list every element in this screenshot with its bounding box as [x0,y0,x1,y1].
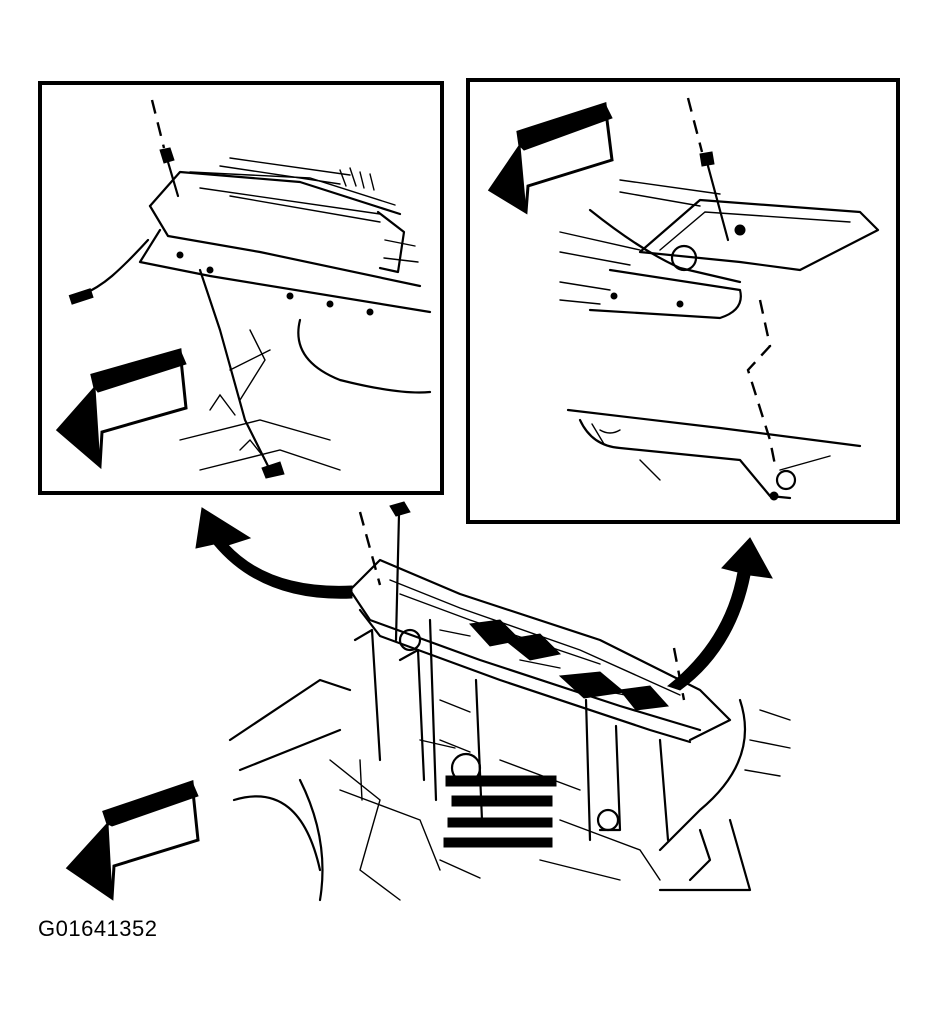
front-direction-arrow-icon [55,348,188,470]
right-detail-inset [466,78,900,524]
bolt-icon [389,501,411,642]
clip-icon [699,151,730,242]
main-cowl-assembly [228,501,791,902]
front-direction-arrow-icon [487,102,614,215]
figure-id-label: G01641352 [38,916,158,941]
callout-arrow-icon [195,507,353,599]
left-detail-inset [38,81,444,495]
front-direction-arrow-icon [65,779,200,901]
callout-arrow-icon [666,537,773,691]
